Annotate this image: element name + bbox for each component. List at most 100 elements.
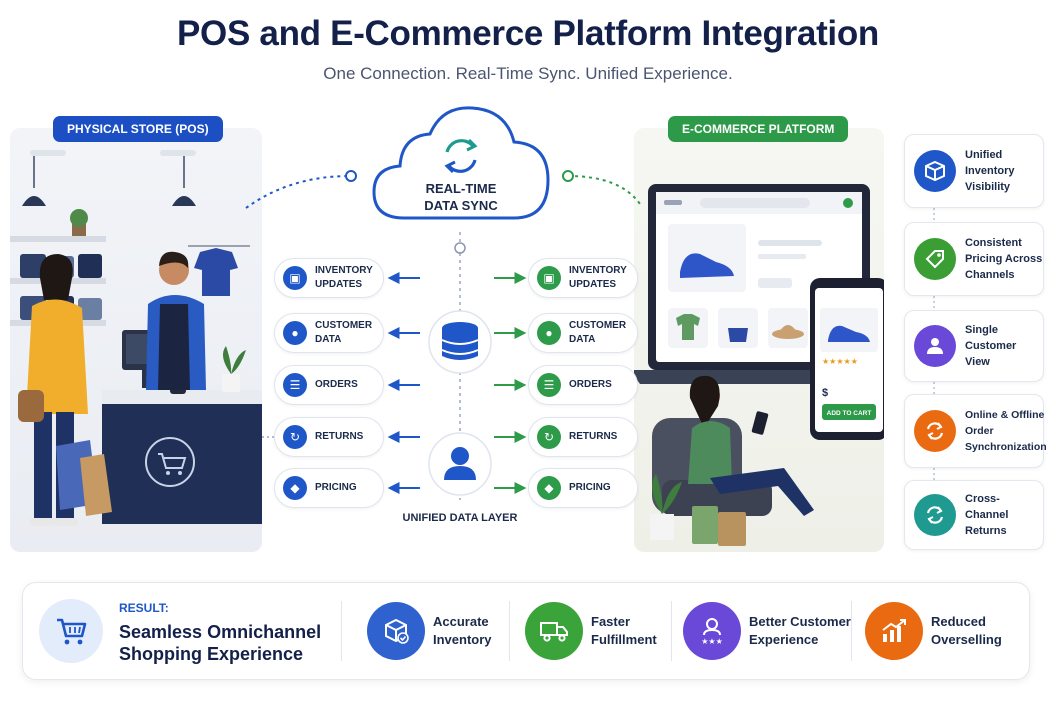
box-icon: ▣ — [283, 266, 307, 290]
clipboard-icon: ☰ — [283, 373, 307, 397]
flow-label: ORDERS — [569, 379, 612, 390]
pos-flow-pricing: ◆ PRICING — [274, 468, 384, 508]
result-item-label: Better Customer — [749, 614, 851, 629]
unified-user-icon — [428, 432, 492, 496]
benefit-text: Channels — [965, 269, 1015, 281]
physical-store-badge: PHYSICAL STORE (POS) — [53, 116, 223, 142]
divider — [341, 601, 342, 661]
price-label: $ — [822, 387, 828, 399]
svg-text:★★★★★: ★★★★★ — [822, 357, 858, 366]
shopping-cart-icon — [39, 599, 103, 663]
ecom-flow-returns: ↻ RETURNS — [528, 417, 638, 457]
result-item-label: Faster — [591, 614, 631, 629]
box-icon — [914, 150, 956, 192]
result-item-label: Fulfillment — [591, 632, 657, 647]
benefit-text: Online & Offline — [965, 409, 1045, 421]
result-kicker: RESULT: — [119, 601, 169, 615]
pos-flow-returns: ↻ RETURNS — [274, 417, 384, 457]
flow-label: PRICING — [315, 482, 357, 493]
user-icon: ● — [537, 321, 561, 345]
clipboard-icon: ☰ — [537, 373, 561, 397]
flow-label: RETURNS — [569, 431, 618, 442]
user-icon — [914, 325, 956, 367]
ecommerce-badge: E-COMMERCE PLATFORM — [668, 116, 849, 142]
ecom-flow-pricing: ◆ PRICING — [528, 468, 638, 508]
add-to-cart-label: ADD TO CART — [827, 410, 872, 417]
page-subtitle: One Connection. Real-Time Sync. Unified … — [323, 64, 733, 83]
benefit-text: Consistent — [965, 237, 1022, 249]
flow-label: UPDATES — [315, 279, 363, 290]
user-icon: ● — [283, 321, 307, 345]
pos-flow-customer: ● CUSTOMER DATA — [274, 313, 384, 353]
tag-icon: ◆ — [283, 476, 307, 500]
result-title-line: Seamless Omnichannel — [119, 622, 322, 642]
refresh-icon — [914, 494, 956, 536]
flow-label: CUSTOMER — [315, 320, 373, 331]
sync-icon — [914, 410, 956, 452]
flow-label: INVENTORY — [315, 265, 373, 276]
flow-label: DATA — [315, 334, 342, 345]
benefit-text: Unified — [965, 149, 1003, 161]
flow-label: INVENTORY — [569, 265, 627, 276]
divider — [851, 601, 852, 661]
refresh-icon: ↻ — [283, 425, 307, 449]
ecom-flow-customer: ● CUSTOMER DATA — [528, 313, 638, 353]
ecom-flow-orders: ☰ ORDERS — [528, 365, 638, 405]
pos-flow-orders: ☰ ORDERS — [274, 365, 384, 405]
tag-icon — [914, 238, 956, 280]
sync-cloud — [372, 106, 550, 220]
flow-label: ORDERS — [315, 379, 358, 390]
refresh-icon: ↻ — [537, 425, 561, 449]
benefit-text: Order — [965, 425, 994, 437]
user-stars-icon: ★★★ — [683, 602, 741, 660]
svg-text:★★★: ★★★ — [701, 637, 723, 645]
result-item-label: Reduced — [931, 614, 986, 629]
flow-label: UPDATES — [569, 279, 617, 290]
benefit-text: Single — [965, 324, 999, 336]
ecommerce-illustration: ★★★★★ $ ADD TO CART — [634, 128, 884, 552]
benefit-text: Customer — [965, 340, 1017, 352]
benefit-text: Pricing Across — [965, 253, 1043, 265]
flow-label: DATA — [569, 334, 596, 345]
box-check-icon — [367, 602, 425, 660]
benefit-text: Returns — [965, 525, 1007, 537]
page-title: POS and E-Commerce Platform Integration — [176, 14, 880, 53]
sync-icon — [444, 138, 478, 174]
ecom-flow-inventory: ▣ INVENTORY UPDATES — [528, 258, 638, 298]
chart-up-icon — [865, 602, 923, 660]
benefit-text: Synchronization — [965, 441, 1047, 453]
divider — [509, 601, 510, 661]
box-icon: ▣ — [537, 266, 561, 290]
benefit-text: Visibility — [965, 181, 1011, 193]
benefit-text: View — [965, 356, 990, 368]
result-item-label: Experience — [749, 632, 819, 647]
result-item-label: Accurate — [433, 614, 489, 629]
unified-data-layer-label: UNIFIED DATA LAYER — [402, 512, 518, 524]
benefit-text: Inventory — [965, 165, 1015, 177]
physical-store-illustration — [10, 128, 262, 552]
result-title-line: Shopping Experience — [119, 644, 304, 664]
result-item-label: Inventory — [433, 632, 492, 647]
pos-flow-inventory: ▣ INVENTORY UPDATES — [274, 258, 384, 298]
database-icon — [428, 310, 492, 374]
add-to-cart-button[interactable] — [822, 404, 876, 420]
flow-label: RETURNS — [315, 431, 364, 442]
tag-icon: ◆ — [537, 476, 561, 500]
cloud-label-2: DATA SYNC — [424, 198, 498, 213]
divider — [671, 601, 672, 661]
flow-label: PRICING — [569, 482, 611, 493]
cloud-label-1: REAL-TIME — [425, 181, 497, 196]
flow-label: CUSTOMER — [569, 320, 627, 331]
result-item-label: Overselling — [931, 632, 1002, 647]
